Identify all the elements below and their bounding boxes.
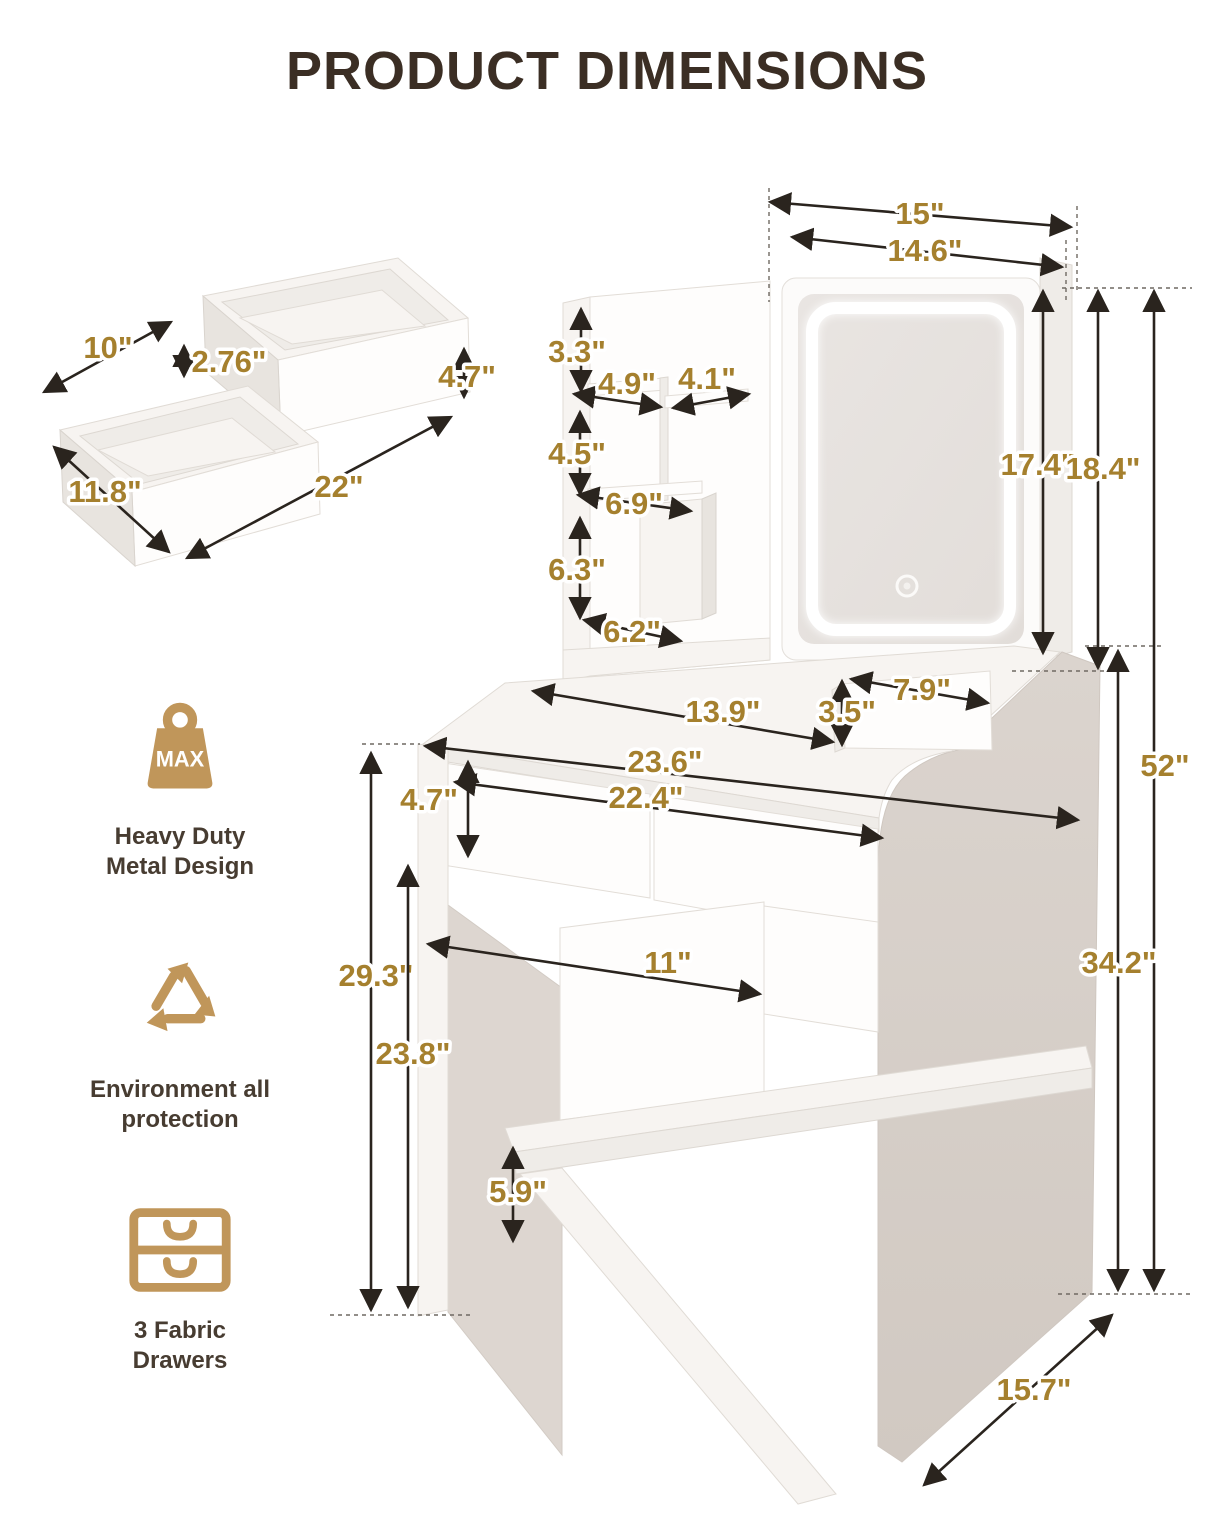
svg-text:14.6": 14.6" (887, 233, 962, 268)
svg-text:6.3": 6.3" (548, 552, 606, 587)
svg-text:4.7": 4.7" (400, 782, 458, 817)
vanity-dimensions: 15" 14.6" 3.3" 4.9" 4.1" 4.5" (335, 192, 1193, 1487)
feature-heavy-duty-label: Heavy Duty Metal Design (105, 823, 255, 880)
feature-environment: Environment all protection (70, 950, 290, 1135)
dim-shelf-4-9: 4.9" (571, 363, 664, 416)
dim-shelf-4-5: 4.5" (545, 409, 609, 497)
dim-under-drawer-23-8: 23.8" (372, 863, 454, 1310)
svg-text:4.5": 4.5" (548, 436, 606, 471)
dim-drawer-width-10: 10" (41, 320, 174, 394)
dim-knee-height-29-3: 29.3" (335, 750, 417, 1313)
mirror-glass (798, 294, 1024, 644)
dim-table-height-34-2: 34.2" (1078, 648, 1160, 1293)
dim-depth-15-7: 15.7" (922, 1313, 1114, 1487)
svg-text:3.3": 3.3" (548, 334, 606, 369)
dim-shelf-clearance-5-9: 5.9" (486, 1145, 550, 1244)
svg-text:15": 15" (895, 196, 944, 231)
dim-label-4-7: 4.7" (438, 359, 496, 394)
touch-button-icon (895, 574, 919, 598)
svg-text:6.9": 6.9" (605, 486, 663, 521)
feature-drawers: 3 Fabric Drawers (70, 1205, 290, 1376)
dim-total-height-52: 52" (1137, 288, 1193, 1293)
dim-opening-width-11: 11" (425, 935, 763, 1003)
svg-text:52": 52" (1140, 748, 1189, 783)
svg-text:13.9": 13.9" (685, 694, 760, 729)
max-badge: MAX (156, 747, 205, 772)
dim-mirror-height-17-4: 17.4" (997, 288, 1079, 656)
dim-shelf-6-2: 6.2" (581, 611, 684, 653)
drawer-front-lower (763, 905, 879, 1033)
dim-label-11-8: 11.8" (68, 474, 141, 509)
side-panel-left (417, 743, 449, 1317)
feature-environment-label: Environment all protection (89, 1076, 271, 1133)
dim-label-22: 22" (314, 469, 363, 504)
drawers-icon (129, 1208, 231, 1292)
svg-text:15.7": 15.7" (996, 1372, 1071, 1407)
svg-text:7.9": 7.9" (893, 672, 951, 707)
svg-text:4.1": 4.1" (678, 361, 736, 396)
vanity-illustration (417, 257, 1101, 1505)
svg-text:29.3": 29.3" (338, 958, 413, 993)
dim-mirror-width-14-6: 14.6" (789, 227, 1065, 277)
svg-text:6.2": 6.2" (603, 614, 661, 649)
led-ring (806, 302, 1016, 636)
svg-text:11": 11" (644, 945, 691, 980)
dim-shelf-6-9: 6.9" (575, 483, 694, 525)
recycle-icon (146, 962, 216, 1032)
shelf-support (519, 1167, 837, 1505)
svg-text:5.9": 5.9" (489, 1174, 547, 1209)
feature-heavy-duty: MAX Heavy Duty Metal Design (70, 697, 290, 882)
dim-drawer-row-width-22-4: 22.4" (452, 773, 885, 847)
back-panel (559, 901, 765, 1121)
svg-text:17.4": 17.4" (1000, 447, 1075, 482)
dim-label-10: 10" (83, 330, 132, 365)
dim-desktop-clear-13-9: 13.9" (530, 682, 836, 751)
dim-mirror-outer-width-15: 15" (767, 192, 1074, 237)
svg-text:22.4": 22.4" (608, 780, 683, 815)
dim-drawer-gap-2-76: 2.76" (172, 341, 270, 383)
svg-text:18.4": 18.4" (1065, 451, 1140, 486)
dim-label-2-76: 2.76" (191, 344, 266, 379)
dim-drawer-height-4-7: 4.7" (397, 759, 480, 859)
page-title: PRODUCT DIMENSIONS (285, 41, 929, 101)
svg-text:23.6": 23.6" (627, 744, 702, 779)
max-weight-icon: MAX (147, 702, 213, 789)
dim-shelf-6-3: 6.3" (545, 515, 609, 621)
dim-drawer-length-22: 22" (184, 415, 454, 560)
dim-riser-width-7-9: 7.9" (848, 669, 991, 711)
dim-shelf-4-1: 4.1" (670, 358, 752, 416)
svg-text:23.8": 23.8" (375, 1036, 450, 1071)
dim-drawer-depth-11-8: 11.8" (52, 445, 171, 554)
dim-shelf-3-3: 3.3" (545, 306, 609, 394)
dim-drawer-height-4-7: 4.7" (435, 346, 499, 400)
feature-drawers-label: 3 Fabric Drawers (132, 1317, 228, 1374)
svg-text:4.9": 4.9" (598, 366, 656, 401)
svg-text:34.2": 34.2" (1081, 945, 1156, 980)
dim-mirror-panel-height-18-4: 18.4" (1062, 288, 1144, 671)
drawer-inset-illustration: 10" 2.76" 4.7" 11.8" 22" (41, 257, 499, 568)
svg-text:3.5": 3.5" (818, 694, 876, 729)
